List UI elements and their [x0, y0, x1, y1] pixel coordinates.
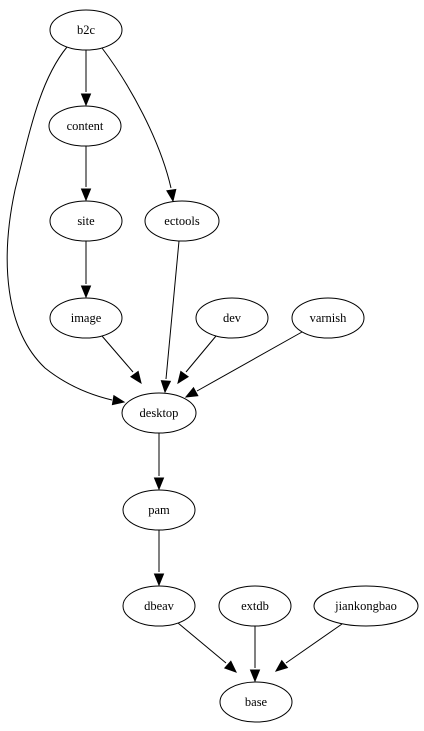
- arrowhead-icon: [153, 573, 165, 587]
- edge-dev-to-desktop: [177, 335, 217, 385]
- edge-extdb-to-base: [249, 626, 261, 683]
- node-label: desktop: [140, 406, 179, 420]
- node-label: dbeav: [144, 599, 175, 613]
- node-ellipse: [49, 200, 123, 242]
- edge-line: [196, 331, 303, 392]
- node-extdb: extdb: [218, 585, 292, 627]
- edge-line: [285, 623, 343, 664]
- node-ellipse: [48, 105, 122, 147]
- node-label: pam: [148, 503, 170, 517]
- node-label: jiankongbao: [334, 599, 397, 613]
- edge-dbeav-to-base: [177, 622, 237, 673]
- arrowhead-icon: [274, 659, 289, 672]
- edge-b2c-to-desktop: [6, 46, 126, 406]
- arrowhead-icon: [160, 380, 172, 394]
- arrowhead-icon: [184, 386, 199, 398]
- nodes-layer: b2c content site ectools image dev varnish desk…: [48, 9, 419, 723]
- arrowhead-icon: [223, 660, 237, 673]
- node-ellipse: [219, 681, 293, 723]
- node-ellipse: [195, 297, 269, 339]
- edge-pam-to-dbeav: [153, 530, 165, 587]
- node-desktop: desktop: [121, 392, 197, 434]
- node-ellipse: [291, 297, 365, 339]
- edge-line: [6, 46, 113, 401]
- edge-site-to-image: [80, 241, 92, 299]
- node-ellipse: [121, 392, 197, 434]
- edge-b2c-to-ectools: [101, 47, 177, 203]
- node-label: varnish: [310, 311, 348, 325]
- node-label: image: [71, 311, 102, 325]
- edge-varnish-to-desktop: [184, 331, 303, 398]
- arrowhead-icon: [111, 394, 126, 406]
- node-ellipse: [218, 585, 292, 627]
- edge-line: [101, 335, 134, 373]
- edge-image-to-desktop: [101, 335, 142, 385]
- node-b2c: b2c: [49, 9, 123, 51]
- node-ellipse: [313, 585, 419, 627]
- node-label: extdb: [241, 599, 269, 613]
- arrowhead-icon: [153, 477, 165, 491]
- node-jiankongbao: jiankongbao: [313, 585, 419, 627]
- edge-line: [101, 47, 172, 189]
- node-dbeav: dbeav: [122, 585, 196, 627]
- arrowhead-icon: [177, 370, 190, 385]
- node-content: content: [48, 105, 122, 147]
- edge-desktop-to-pam: [153, 433, 165, 491]
- node-label: content: [67, 119, 104, 133]
- arrowhead-icon: [129, 370, 142, 385]
- node-label: dev: [223, 311, 242, 325]
- node-image: image: [49, 297, 123, 339]
- node-ellipse: [122, 585, 196, 627]
- node-label: b2c: [77, 23, 96, 37]
- node-dev: dev: [195, 297, 269, 339]
- node-label: ectools: [164, 214, 200, 228]
- edge-b2c-to-content: [80, 50, 92, 107]
- edge-line: [185, 335, 217, 373]
- arrowhead-icon: [80, 285, 92, 299]
- node-varnish: varnish: [291, 297, 365, 339]
- node-label: base: [245, 695, 268, 709]
- node-label: site: [77, 214, 95, 228]
- edge-ectools-to-desktop: [160, 240, 180, 394]
- node-ellipse: [144, 200, 220, 242]
- node-ectools: ectools: [144, 200, 220, 242]
- edge-content-to-site: [80, 146, 92, 202]
- node-site: site: [49, 200, 123, 242]
- arrowhead-icon: [249, 669, 261, 683]
- arrowhead-icon: [80, 93, 92, 107]
- edge-line: [165, 240, 180, 380]
- node-ellipse: [122, 489, 196, 531]
- node-pam: pam: [122, 489, 196, 531]
- node-ellipse: [49, 9, 123, 51]
- edges-layer: [6, 46, 343, 683]
- arrowhead-icon: [166, 188, 177, 203]
- node-ellipse: [49, 297, 123, 339]
- edge-line: [177, 622, 227, 664]
- node-base: base: [219, 681, 293, 723]
- edge-jiankongbao-to-base: [274, 623, 343, 672]
- arrowhead-icon: [80, 188, 92, 202]
